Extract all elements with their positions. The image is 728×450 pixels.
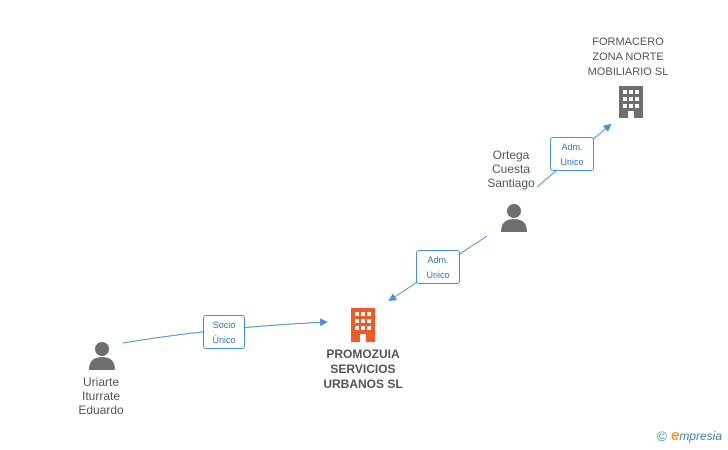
brand-wordmark: empresia [670, 427, 722, 444]
node-label-formacero: FORMACERO ZONA NORTE MOBILIARIO SL [587, 36, 669, 78]
edge-label-ortega-formacero[interactable]: Adm. Unico [550, 137, 594, 171]
person-icon[interactable] [87, 340, 117, 370]
building-icon[interactable] [615, 85, 647, 119]
person-icon[interactable] [499, 202, 529, 232]
edge-label-ortega-promozuia[interactable]: Adm. Unico [416, 250, 460, 284]
node-label-promozuia: PROMOZUIA SERVICIOS URBANOS SL [323, 347, 403, 391]
node-label-uriarte: Uriarte Iturrate Eduardo [78, 375, 124, 417]
node-label-ortega: Ortega Cuesta Santiago [487, 148, 535, 190]
copyright-icon: © [656, 427, 667, 444]
empresia-logo: © empresia [657, 427, 722, 444]
edge-label-uriarte-promozuia[interactable]: Socio Único [203, 315, 245, 349]
building-icon[interactable] [347, 307, 379, 343]
